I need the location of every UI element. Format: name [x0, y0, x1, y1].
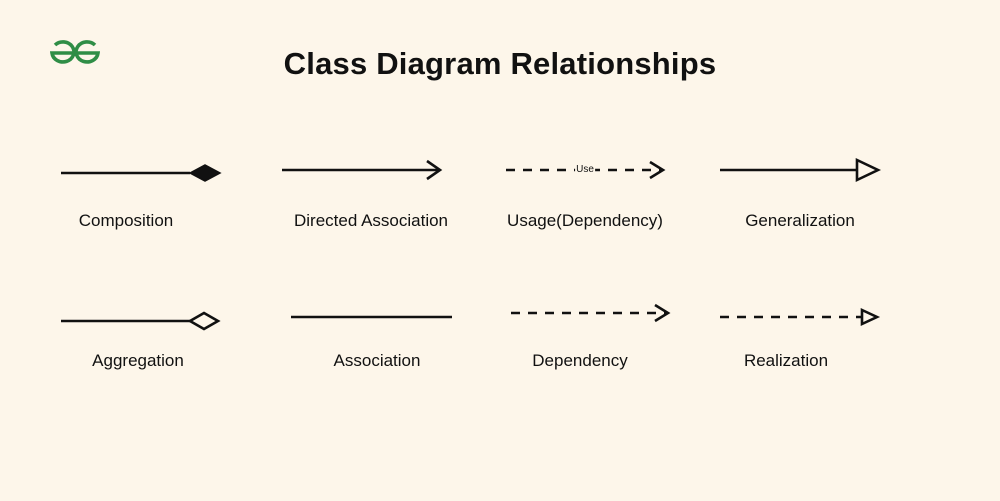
aggregation-label: Aggregation: [92, 351, 184, 370]
composition-connector: [61, 164, 222, 182]
realization-connector: [720, 307, 881, 327]
realization-label: Realization: [743, 351, 829, 370]
generalization-connector: [720, 157, 882, 183]
association-label: Association: [333, 351, 421, 370]
usage-dependency-label: Usage(Dependency): [507, 211, 663, 230]
directed-association-label: Directed Association: [293, 211, 449, 230]
gfg-logo-icon: [49, 40, 101, 64]
dependency-connector: [511, 303, 671, 323]
composition-label: Composition: [78, 211, 174, 230]
usage-line-label: Use: [575, 164, 595, 176]
generalization-label: Generalization: [745, 211, 855, 230]
directed-association-connector: [282, 159, 443, 181]
aggregation-connector: [61, 311, 221, 331]
page-title: Class Diagram Relationships: [283, 46, 717, 81]
usage-connector: [506, 160, 666, 180]
dependency-label: Dependency: [532, 351, 628, 370]
